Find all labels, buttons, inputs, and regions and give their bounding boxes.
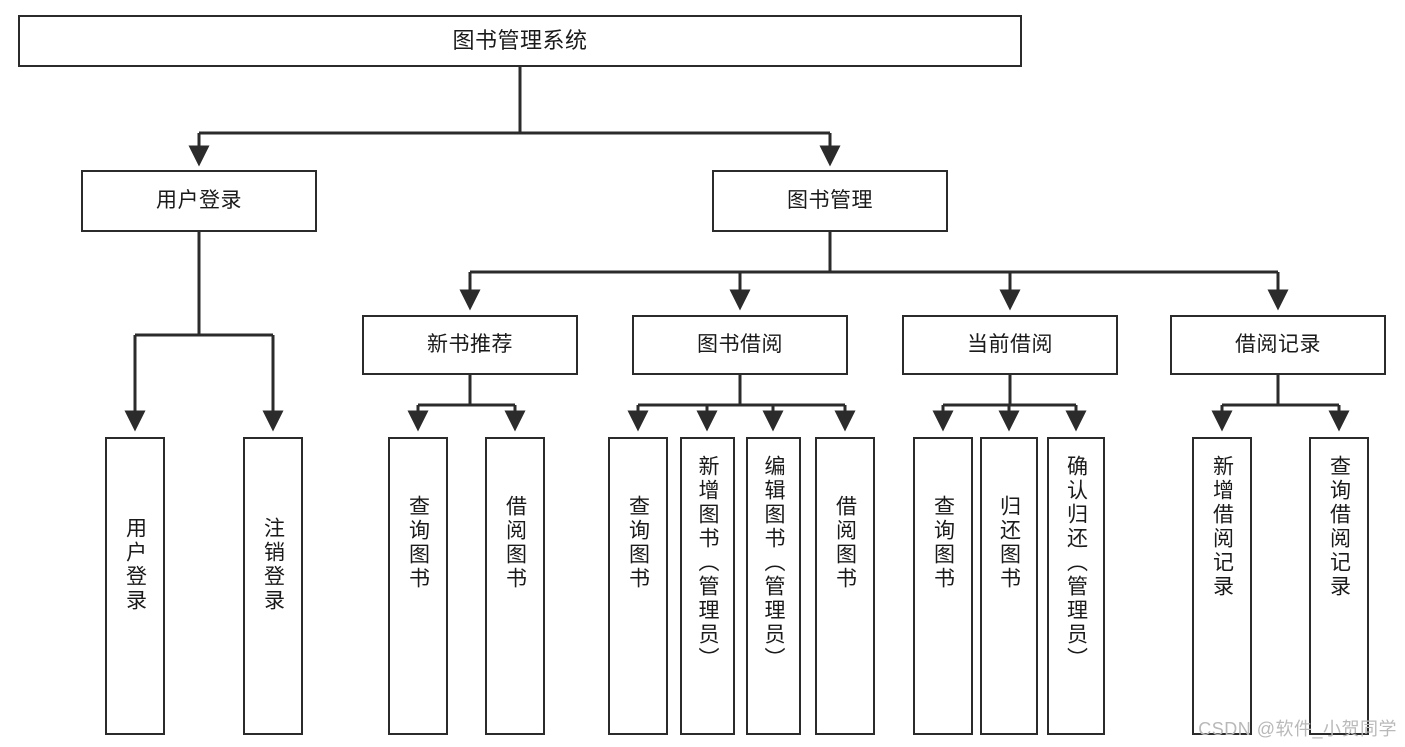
leaf-book-borrow-edit-admin[interactable]: 编辑图书（管理员） [746, 437, 801, 735]
leaf-book-borrow-add-admin[interactable]: 新增图书（管理员） [680, 437, 735, 735]
leaf-new-book-query[interactable]: 查询图书 [388, 437, 448, 735]
leaf-borrow-record-add[interactable]: 新增借阅记录 [1192, 437, 1252, 735]
node-label: 用户登录 [123, 517, 147, 613]
leaf-current-borrow-confirm-admin[interactable]: 确认归还（管理员） [1047, 437, 1105, 735]
node-label: 新书推荐 [427, 332, 513, 356]
leaf-borrow-record-query[interactable]: 查询借阅记录 [1309, 437, 1369, 735]
node-label: 查询图书 [626, 495, 650, 591]
node-label: 新增图书（管理员） [696, 455, 719, 671]
leaf-current-borrow-return[interactable]: 归还图书 [980, 437, 1038, 735]
node-label: 查询借阅记录 [1327, 455, 1351, 599]
node-current-borrow[interactable]: 当前借阅 [902, 315, 1118, 375]
node-root-system[interactable]: 图书管理系统 [18, 15, 1022, 67]
node-label: 注销登录 [261, 517, 285, 613]
leaf-user-login-login[interactable]: 用户登录 [105, 437, 165, 735]
node-label: 编辑图书（管理员） [762, 455, 785, 671]
node-borrow-record[interactable]: 借阅记录 [1170, 315, 1386, 375]
node-book-management[interactable]: 图书管理 [712, 170, 948, 232]
leaf-user-login-logout[interactable]: 注销登录 [243, 437, 303, 735]
node-label: 图书管理系统 [452, 28, 588, 54]
node-label: 新增借阅记录 [1210, 455, 1234, 599]
node-label: 查询图书 [931, 495, 955, 591]
node-label: 借阅图书 [503, 495, 527, 591]
node-label: 查询图书 [406, 495, 430, 591]
leaf-current-borrow-query[interactable]: 查询图书 [913, 437, 973, 735]
node-label: 当前借阅 [967, 332, 1053, 356]
watermark-text: CSDN @软件_小贺同学 [1198, 719, 1397, 739]
node-label: 图书借阅 [697, 332, 783, 356]
node-book-borrow[interactable]: 图书借阅 [632, 315, 848, 375]
node-label: 借阅记录 [1235, 332, 1321, 356]
leaf-book-borrow-query[interactable]: 查询图书 [608, 437, 668, 735]
node-new-book-recommend[interactable]: 新书推荐 [362, 315, 578, 375]
node-label: 归还图书 [997, 495, 1021, 591]
node-label: 借阅图书 [833, 495, 857, 591]
leaf-new-book-borrow[interactable]: 借阅图书 [485, 437, 545, 735]
node-user-login[interactable]: 用户登录 [81, 170, 317, 232]
leaf-book-borrow-borrow[interactable]: 借阅图书 [815, 437, 875, 735]
node-label: 用户登录 [156, 188, 242, 212]
node-label: 图书管理 [787, 188, 873, 212]
node-label: 确认归还（管理员） [1064, 455, 1088, 671]
